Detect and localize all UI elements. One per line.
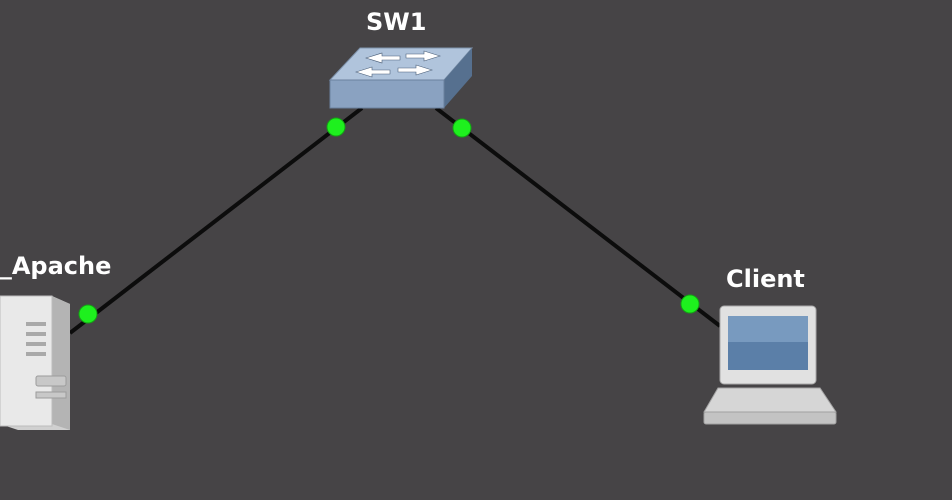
link-sw1-client[interactable] (434, 106, 722, 328)
switch-sw1-icon[interactable] (328, 47, 474, 109)
link-status-dot-client-end (680, 294, 700, 314)
node-label-client[interactable]: Client (726, 265, 805, 293)
link-status-dot-sw1-client-switch-end (452, 118, 472, 138)
node-label-sw1[interactable]: SW1 (366, 8, 427, 36)
link-status-dot-server-end (78, 304, 98, 324)
laptop-computer-icon[interactable] (703, 305, 837, 425)
node-label-server[interactable]: r_Apache (0, 252, 112, 280)
server-tower-icon[interactable] (0, 295, 70, 430)
link-sw1-server[interactable] (68, 106, 364, 335)
link-status-dot-sw1-server-switch-end (326, 117, 346, 137)
